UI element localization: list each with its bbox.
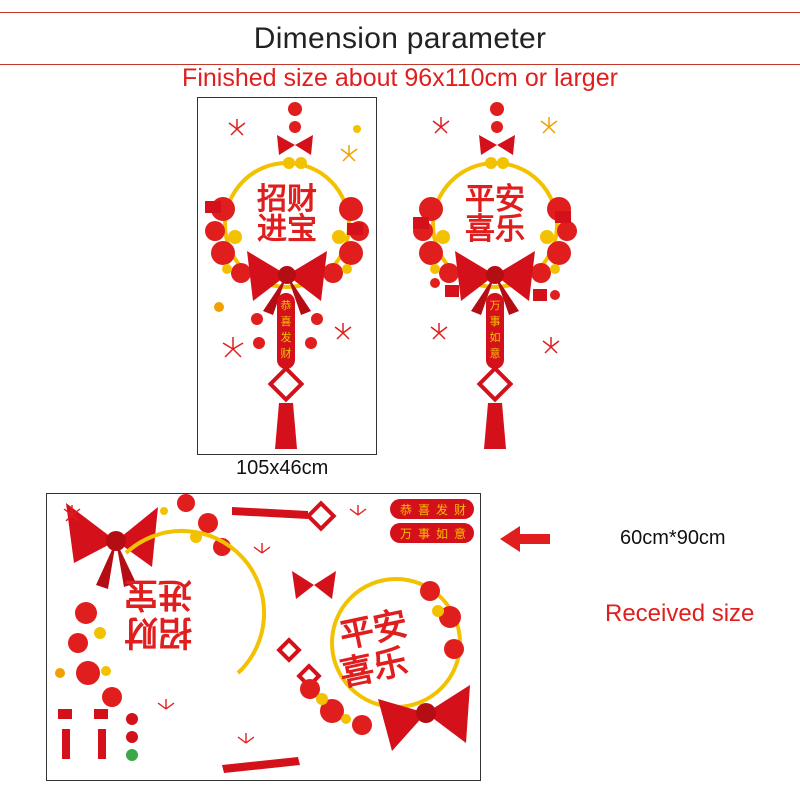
arrow-left-icon bbox=[500, 526, 550, 552]
sheet-phrase-a-line1: 招财 bbox=[124, 612, 192, 652]
firework-icon bbox=[222, 337, 244, 358]
left-design-illustration: 招财 进宝 恭 喜 发 财 bbox=[205, 102, 369, 449]
firework-icon bbox=[334, 323, 352, 340]
strip-a-char: 财 bbox=[454, 503, 466, 517]
firework-icon bbox=[542, 337, 560, 354]
firework-icon bbox=[430, 323, 448, 340]
firework-icon bbox=[432, 117, 450, 134]
tail-char: 如 bbox=[490, 330, 501, 344]
tail-char: 恭 bbox=[281, 299, 292, 312]
tail-char: 财 bbox=[281, 346, 292, 360]
strip-a-char: 喜 bbox=[418, 503, 430, 517]
firework-icon bbox=[540, 117, 558, 134]
right-design-illustration: 平安 喜乐 万 事 如 意 bbox=[413, 102, 577, 449]
strip-b-char: 如 bbox=[436, 526, 448, 541]
title-rule bbox=[0, 64, 800, 65]
tail-char: 喜 bbox=[281, 315, 292, 328]
received-size-label: Received size bbox=[605, 600, 755, 627]
finished-size-text: Finished size about 96x110cm or larger bbox=[182, 64, 618, 92]
firework-icon bbox=[63, 505, 367, 744]
tail-char: 事 bbox=[490, 315, 501, 328]
tail-char: 万 bbox=[490, 299, 501, 312]
top-rule bbox=[0, 12, 800, 13]
firework-icon bbox=[228, 119, 246, 136]
page-title: Dimension parameter bbox=[253, 22, 547, 55]
received-sheet-size: 60cm*90cm bbox=[620, 527, 726, 549]
strip-a-char: 恭 bbox=[400, 503, 412, 517]
main-text-line1: 平安 bbox=[465, 182, 525, 217]
firework-icon bbox=[340, 145, 358, 162]
strip-a-char: 发 bbox=[436, 502, 448, 517]
left-design-size: 105x46cm bbox=[236, 457, 329, 479]
sheet-phrase-a-line2: 进宝 bbox=[124, 574, 192, 614]
tail-char: 发 bbox=[281, 330, 292, 344]
strip-b-char: 事 bbox=[418, 527, 430, 541]
main-text-line2: 进宝 bbox=[257, 212, 317, 247]
main-text-line1: 招财 bbox=[257, 182, 317, 217]
received-sheet-illustration: 招财 进宝 平安 喜乐 恭 喜 发 财 万 事 如 意 bbox=[55, 494, 474, 773]
main-text-line2: 喜乐 bbox=[465, 212, 525, 247]
strip-b-char: 意 bbox=[454, 526, 466, 541]
strip-b-char: 万 bbox=[400, 527, 412, 541]
tail-char: 意 bbox=[490, 346, 501, 360]
